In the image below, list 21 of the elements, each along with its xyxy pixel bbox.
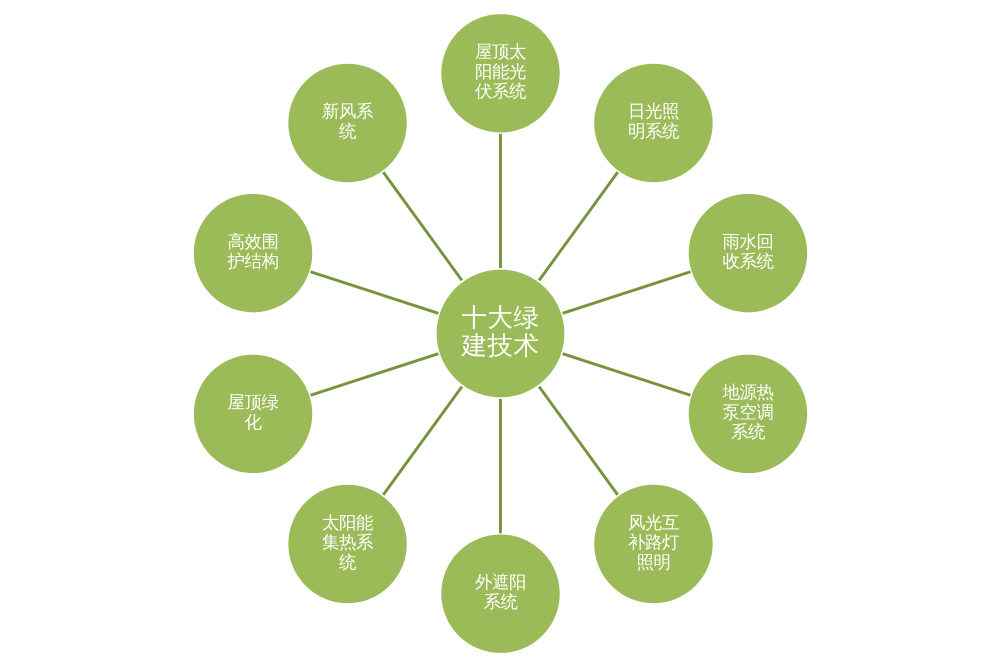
node-circle: 屋顶绿化 bbox=[190, 352, 314, 476]
connector bbox=[562, 352, 690, 397]
node-circle: 外遮阳系统 bbox=[438, 532, 562, 656]
node-circle: 雨水回收系统 bbox=[686, 192, 810, 315]
node-circle: 屋顶太阳能光伏系统 bbox=[438, 12, 562, 135]
connector bbox=[310, 270, 438, 315]
node-circle: 高效围护结构 bbox=[190, 192, 314, 315]
connector bbox=[382, 171, 463, 282]
connector bbox=[382, 386, 463, 496]
node-circle: 日光照明系统 bbox=[591, 61, 714, 185]
connector bbox=[498, 134, 502, 268]
connector bbox=[562, 270, 690, 315]
connector bbox=[537, 386, 618, 496]
node-circle: 风光互补路灯照明 bbox=[591, 482, 714, 606]
connector bbox=[498, 398, 502, 534]
connector bbox=[310, 352, 438, 397]
connector bbox=[537, 171, 618, 282]
node-circle: 地源热泵空调系统 bbox=[686, 352, 810, 476]
node-circle: 新风系统 bbox=[286, 61, 409, 185]
node-circle: 太阳能集热系统 bbox=[286, 482, 409, 606]
node-circle: 十大绿建技术 bbox=[434, 267, 566, 400]
